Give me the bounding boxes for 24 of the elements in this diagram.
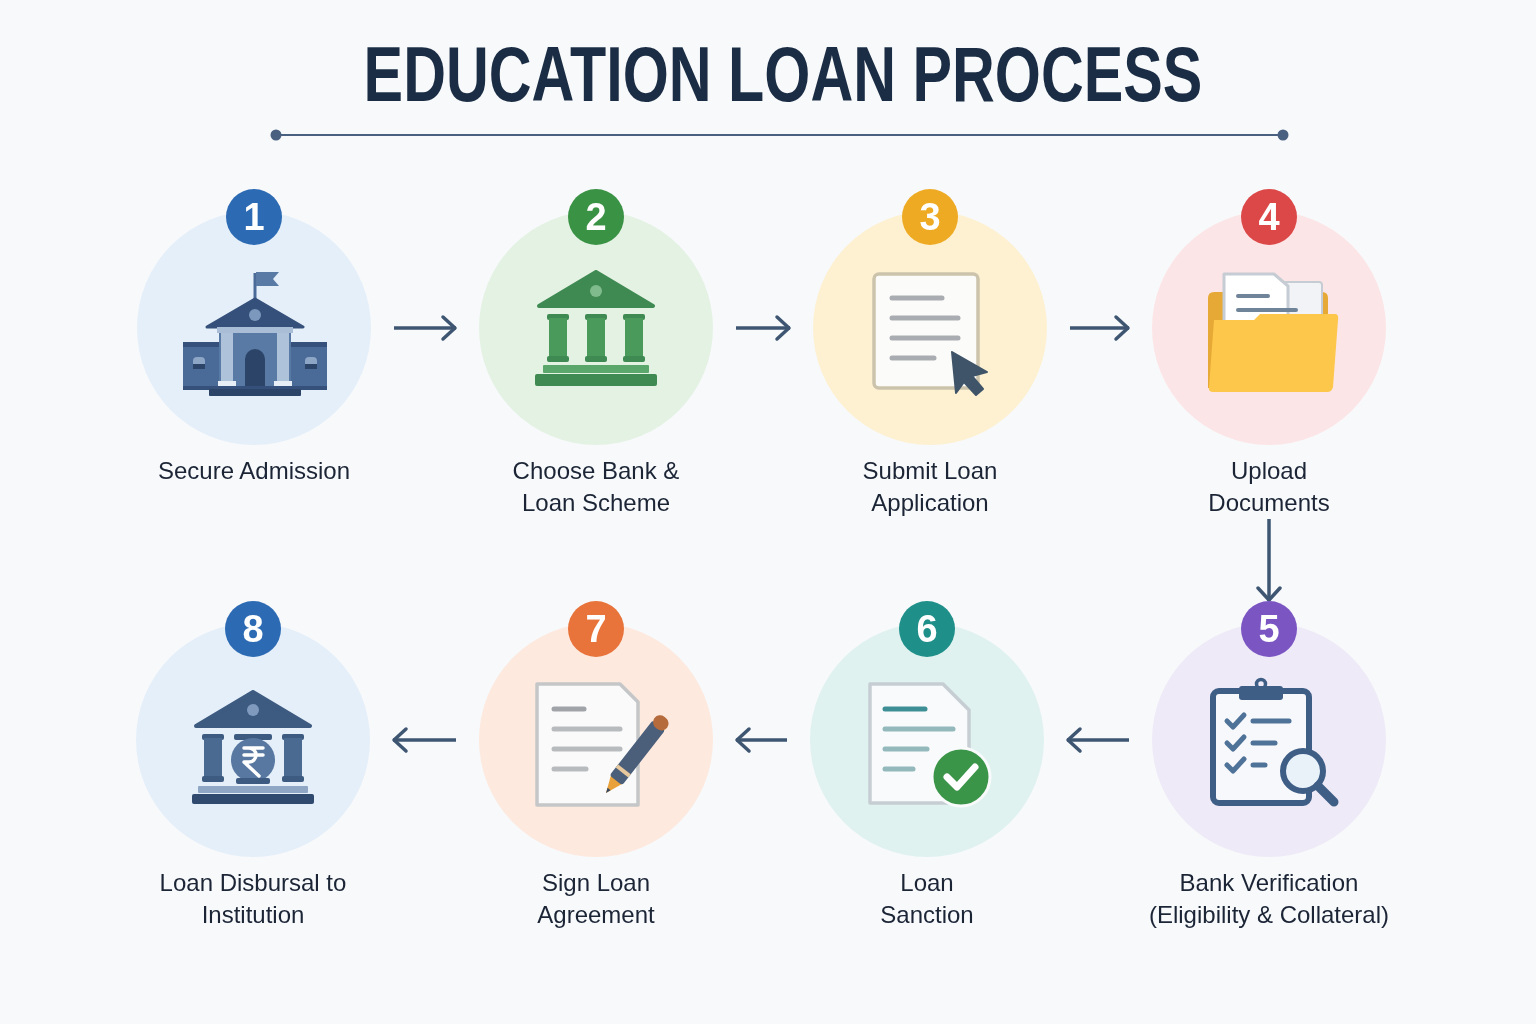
step-number: 7 — [568, 601, 624, 657]
step-label: Choose Bank & Loan Scheme — [511, 456, 681, 518]
step-label: Upload Documents — [1207, 456, 1331, 518]
step-label: Bank Verification (Eligibility & Collateral) — [1147, 868, 1391, 930]
arrow — [735, 727, 787, 753]
arrow — [1256, 519, 1282, 602]
title: EDUCATION LOAN PROCESS — [363, 35, 1203, 113]
arrow — [394, 315, 457, 341]
step-label: Submit Loan Application — [861, 456, 999, 518]
step-label: Loan Sanction — [879, 868, 975, 930]
step-number: 4 — [1241, 189, 1297, 245]
step-label: Sign Loan Agreement — [536, 868, 656, 930]
step-number: 2 — [568, 189, 624, 245]
step-label: Loan Disbursal to Institution — [158, 868, 348, 930]
arrow — [736, 315, 791, 341]
arrow — [392, 727, 456, 753]
arrow — [1066, 727, 1129, 753]
step-number: 8 — [225, 601, 281, 657]
step-number: 6 — [899, 601, 955, 657]
step-number: 1 — [226, 189, 282, 245]
step-label: Secure Admission — [157, 456, 351, 486]
arrow — [1070, 315, 1130, 341]
step-number: 3 — [902, 189, 958, 245]
step-number: 5 — [1241, 601, 1297, 657]
